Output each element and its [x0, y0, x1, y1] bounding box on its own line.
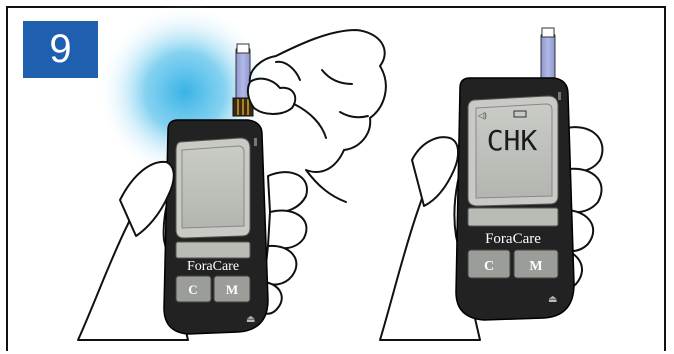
left-m-label: M — [226, 282, 238, 297]
left-brand: ForaCare — [187, 259, 239, 274]
right-brand: ForaCare — [485, 231, 541, 247]
right-eject-icon: ⏏ — [548, 294, 557, 305]
step-number: 9 — [49, 27, 71, 72]
left-screen — [182, 146, 244, 228]
right-c-label: C — [484, 259, 494, 274]
right-screen-message: CHK — [487, 124, 538, 157]
left-meter: ForaCare C M ⏏ — [164, 120, 268, 334]
right-sound-icon: ◁) — [478, 111, 487, 120]
right-meter: ◁) CHK ForaCare C M ⏏ — [456, 78, 574, 320]
right-test-strip — [541, 28, 555, 82]
right-scene: ◁) CHK ForaCare C M ⏏ — [380, 28, 602, 340]
left-eject-icon: ⏏ — [246, 314, 255, 325]
step-number-badge: 9 — [23, 21, 98, 78]
left-c-label: C — [188, 282, 197, 297]
right-m-label: M — [529, 259, 542, 274]
